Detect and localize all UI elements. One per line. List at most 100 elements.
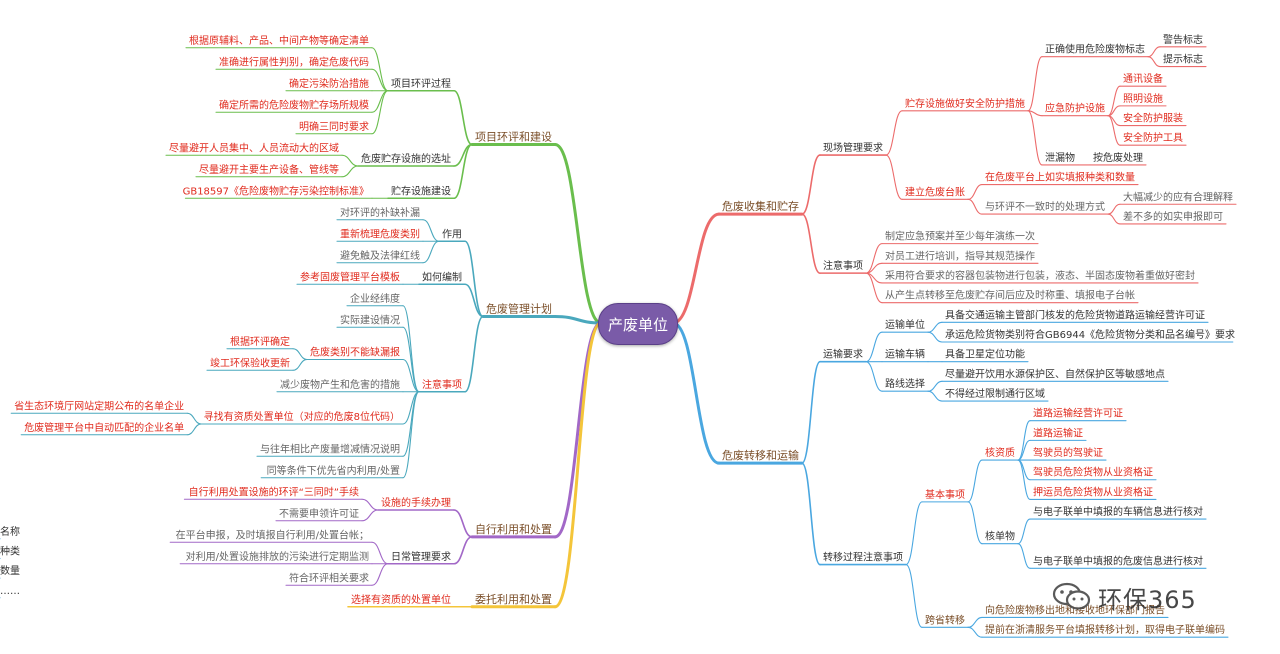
node-label-53[interactable]: 按危废处理: [1093, 151, 1143, 164]
node-label-51[interactable]: 安全防护工具: [1123, 131, 1183, 144]
node-label-21[interactable]: 实际建设情况: [340, 313, 400, 326]
node-label-72[interactable]: 尽量避开饮用水源保护区、自然保护区等敏感地点: [945, 367, 1165, 380]
node-label-14[interactable]: 对环评的补缺补漏: [340, 206, 420, 219]
node-label-79[interactable]: 驾驶员的驾驶证: [1033, 446, 1103, 459]
node-label-20[interactable]: 企业经纬度: [350, 292, 400, 305]
node-label-67[interactable]: 具备交通运输主管部门核发的危险货物道路运输经营许可证: [945, 308, 1205, 321]
node-label-49[interactable]: 照明设施: [1123, 92, 1163, 105]
node-label-60[interactable]: 制定应急预案并至少每年演练一次: [885, 230, 1035, 243]
node-label-65[interactable]: 运输要求: [823, 348, 863, 361]
node-label-61[interactable]: 对员工进行培训，指导其规范操作: [885, 249, 1035, 262]
node-label-0[interactable]: 项目环评和建设: [475, 130, 552, 144]
node-label-34[interactable]: 不需要申领许可证: [279, 507, 359, 520]
node-label-90[interactable]: 向危险废物移出地和接收地环保部门报告: [985, 603, 1165, 616]
node-label-83[interactable]: 与电子联单中填报的车辆信息进行核对: [1033, 505, 1203, 518]
connector-3: [371, 68, 389, 92]
node-label-73[interactable]: 不得经过限制通行区域: [945, 387, 1045, 400]
node-label-70[interactable]: 具备卫星定位功能: [945, 348, 1025, 361]
node-label-64[interactable]: 危废转移和运输: [722, 448, 799, 462]
connector-13: [464, 240, 484, 318]
node-label-8[interactable]: 尽量避开人员集中、人员流动大的区域: [169, 141, 339, 154]
node-label-11[interactable]: GB18597《危险废物贮存污染控制标准》: [183, 184, 369, 197]
connector-78: [1017, 439, 1031, 461]
node-label-57[interactable]: 大幅减少的应有合理解释: [1123, 190, 1233, 203]
node-label-74[interactable]: 转移过程注意事项: [823, 551, 903, 564]
node-label-28[interactable]: 危废管理平台中自动匹配的企业名单: [24, 421, 184, 434]
node-label-39[interactable]: 委托利用和处置: [475, 592, 552, 606]
node-label-38[interactable]: 符合环评相关要求: [289, 571, 369, 584]
node-label-27[interactable]: 省生态环境厅网站定期公布的名单企业: [14, 399, 184, 412]
node-label-44[interactable]: 正确使用危险废物标志: [1045, 43, 1145, 56]
node-label-31[interactable]: 自行利用和处置: [475, 523, 552, 536]
node-label-24[interactable]: 竣工环保验收更新: [210, 356, 290, 369]
node-label-89[interactable]: 跨省转移: [925, 613, 965, 626]
node-label-46[interactable]: 提示标志: [1163, 53, 1203, 66]
node-label-78[interactable]: 道路运输证: [1033, 426, 1083, 439]
node-label-91[interactable]: 提前在浙清服务平台填报转移计划，取得电子联单编码: [985, 623, 1225, 636]
node-label-6[interactable]: 明确三同时要求: [299, 120, 369, 133]
node-label-88[interactable]: ……: [0, 586, 20, 597]
node-label-25[interactable]: 减少废物产生和危害的措施: [280, 378, 400, 391]
connector-1: [453, 89, 473, 146]
node-label-12[interactable]: 危废管理计划: [486, 302, 552, 316]
node-label-29[interactable]: 与往年相比产废量增减情况说明: [260, 442, 400, 455]
node-label-10[interactable]: 贮存设施建设: [391, 184, 451, 197]
node-label-85[interactable]: 名称: [0, 525, 20, 538]
node-label-17[interactable]: 如何编制: [422, 270, 462, 283]
node-label-41[interactable]: 危废收集和贮存: [722, 199, 799, 213]
node-label-71[interactable]: 路线选择: [885, 377, 925, 390]
node-label-68[interactable]: 承运危险货物类别符合GB6944《危险货物分类和品名编号》要求: [945, 328, 1235, 341]
node-label-45[interactable]: 警告标志: [1163, 33, 1203, 46]
node-label-3[interactable]: 准确进行属性判别，确定危废代码: [219, 55, 369, 68]
node-label-22[interactable]: 危废类别不能缺漏报: [310, 346, 400, 359]
connector-35: [453, 536, 473, 565]
node-label-82[interactable]: 核单物: [985, 530, 1015, 543]
node-label-33[interactable]: 自行利用处置设施的环评“三同时”手续: [189, 485, 359, 498]
node-label-36[interactable]: 在平台申报，及时填报自行利用/处置台帐；: [176, 528, 369, 541]
node-label-4[interactable]: 确定污染防治措施: [289, 77, 369, 90]
node-label-26[interactable]: 寻找有资质处置单位（对应的危废8位代码）: [204, 410, 400, 423]
node-label-59[interactable]: 注意事项: [823, 259, 863, 272]
node-label-55[interactable]: 在危废平台上如实填报种类和数量: [985, 171, 1135, 184]
node-label-19[interactable]: 注意事项: [422, 378, 462, 391]
node-label-69[interactable]: 运输车辆: [885, 348, 925, 361]
node-label-43[interactable]: 贮存设施做好安全防护措施: [905, 97, 1025, 110]
node-label-32[interactable]: 设施的手续办理: [381, 496, 451, 509]
node-label-52[interactable]: 泄漏物: [1045, 151, 1075, 164]
node-label-56[interactable]: 与环评不一致时的处理方式: [985, 200, 1105, 213]
node-label-66[interactable]: 运输单位: [885, 318, 925, 331]
node-label-40[interactable]: 选择有资质的处置单位: [351, 593, 451, 606]
node-label-5[interactable]: 确定所需的危险废物贮存场所规模: [219, 98, 369, 111]
node-label-50[interactable]: 安全防护服装: [1123, 112, 1183, 125]
node-label-76[interactable]: 核资质: [985, 446, 1015, 459]
node-label-7[interactable]: 危废贮存设施的选址: [361, 152, 451, 165]
node-label-77[interactable]: 道路运输经营许可证: [1033, 407, 1123, 420]
node-label-80[interactable]: 驾驶员危险货物从业资格证: [1033, 466, 1153, 479]
node-label-30[interactable]: 同等条件下优先省内利用/处置: [267, 464, 400, 477]
node-label-23[interactable]: 根据环评确定: [230, 335, 290, 348]
node-label-84[interactable]: 与电子联单中填报的危废信息进行核对: [1033, 554, 1203, 567]
node-label-87[interactable]: 数量: [0, 564, 20, 577]
node-label-48[interactable]: 通讯设备: [1123, 72, 1163, 85]
node-label-9[interactable]: 尽量避开主要生产设备、管线等: [199, 163, 339, 176]
node-label-58[interactable]: 差不多的如实申报即可: [1123, 210, 1223, 223]
node-label-75[interactable]: 基本事项: [925, 488, 965, 501]
node-label-42[interactable]: 现场管理要求: [823, 141, 883, 154]
node-label-37[interactable]: 对利用/处置设施排放的污染进行定期监测: [186, 550, 369, 563]
node-label-18[interactable]: 参考固废管理平台模板: [300, 270, 400, 283]
node-label-1[interactable]: 项目环评过程: [391, 77, 451, 90]
node-label-81[interactable]: 押运员危险货物从业资格证: [1033, 485, 1153, 498]
node-label-86[interactable]: 种类: [0, 544, 20, 557]
node-label-54[interactable]: 建立危废台账: [905, 185, 965, 198]
center-node[interactable]: 产废单位: [598, 303, 678, 345]
node-label-62[interactable]: 采用符合要求的容器包装物进行包装，液态、半固态废物着重做好密封: [885, 269, 1195, 282]
connector-81: [1017, 459, 1031, 500]
node-label-13[interactable]: 作用: [442, 228, 462, 240]
connector-31: [553, 321, 603, 539]
node-label-35[interactable]: 日常管理要求: [391, 550, 451, 563]
node-label-15[interactable]: 重新梳理危废类别: [340, 227, 420, 240]
node-label-16[interactable]: 避免触及法律红线: [340, 249, 420, 262]
node-label-2[interactable]: 根据原辅料、产品、中间产物等确定清单: [189, 34, 369, 47]
node-label-47[interactable]: 应急防护设施: [1045, 102, 1105, 115]
node-label-63[interactable]: 从产生点转移至危废贮存间后应及时称重、填报电子台帐: [885, 289, 1135, 302]
